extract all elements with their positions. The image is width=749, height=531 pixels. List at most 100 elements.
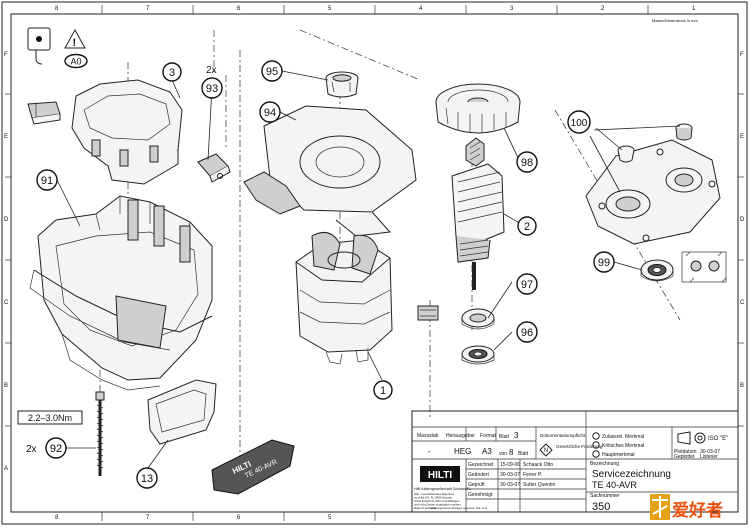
- legal-line-5: Right of technical: [414, 506, 437, 510]
- zone-number-1: 1: [692, 6, 696, 12]
- zone-letter-b-right: B: [740, 383, 744, 389]
- row-geprueft-label: Geprüft: [468, 482, 485, 488]
- zone-letter-f: F: [4, 52, 8, 58]
- bezeichnung-label: Bezeichnung: [590, 461, 619, 467]
- kritisches-merkmal-label: Kritisches Merkmal: [602, 443, 644, 449]
- legal-line-2: von Hilti AG, FL-9494 Schaan.: [414, 496, 453, 500]
- massstab-label: Massstab: [417, 433, 439, 439]
- zone-number-8: 8: [55, 6, 59, 12]
- zone-letter-c-right: C: [740, 300, 745, 306]
- zone-letters: F E D C B A F E D C B: [4, 52, 745, 472]
- callout-98: 98: [516, 151, 538, 173]
- callout-3-label: 3: [169, 67, 175, 79]
- callout-3: 3: [162, 62, 182, 82]
- part-98-fan-impeller: [435, 83, 521, 134]
- part-13-side-cover: [147, 379, 217, 445]
- von-value: 8: [509, 448, 514, 457]
- callout-100-label: 100: [571, 118, 588, 129]
- hilti-logo: HILTI: [420, 466, 460, 482]
- zone-letter-b: B: [4, 383, 8, 389]
- cable-connector-part: [27, 101, 61, 125]
- blatt-value: 3: [514, 431, 519, 440]
- projection-symbol-icon: [677, 431, 706, 445]
- title-block-values: - HEG A3: [428, 447, 492, 456]
- callout-93: 93: [201, 77, 223, 99]
- callout-93-label: 93: [206, 83, 218, 95]
- drawing-subtitle: TE 40-AVR: [592, 480, 637, 490]
- callout-99-label: 99: [598, 257, 610, 269]
- zone-number-7: 7: [146, 6, 150, 12]
- plot-info: Plotdatum 30-03-07 Geplottet Listener: [674, 449, 720, 460]
- callout-96-label: 96: [521, 327, 533, 339]
- callout-92-qty: 2x: [26, 444, 37, 455]
- legal-requirement-icon: N: [539, 443, 553, 457]
- legal-notice: Hilti - Leonardstrasse Eigentum von Hilt…: [414, 492, 488, 510]
- part-91-motor-housing: [29, 195, 213, 391]
- hilti-logo-text: HILTI: [428, 470, 452, 481]
- callout-98-label: 98: [521, 157, 533, 169]
- part-93-carbon-brush: [197, 153, 231, 183]
- svg-text:!: !: [73, 37, 77, 49]
- callout-1: 1: [373, 380, 393, 400]
- zone-letter-d-right: D: [740, 217, 745, 223]
- callout-99: 99: [593, 251, 615, 273]
- zone-number-6-bottom: 6: [237, 515, 241, 521]
- part-99-ball-bearing: [640, 259, 674, 282]
- part-96-ball-bearing: [461, 345, 495, 365]
- zone-letter-e: E: [4, 134, 8, 140]
- revision-rows: Gezeichnet 15-09-06 Schaack Otto Geänder…: [468, 462, 555, 498]
- herausgeber-label: Herausgeber: [446, 433, 475, 439]
- zone-number-4: 4: [419, 6, 423, 12]
- zone-number-8-bottom: 8: [55, 515, 59, 521]
- plotdatum-label: Plotdatum: [674, 449, 697, 455]
- legal-line-6: and programme changes reserved. S.E. & O…: [430, 506, 488, 510]
- row-gezeichnet-date: 15-09-06: [500, 462, 520, 468]
- torque-spec-label: 2.2–3.0Nm: [28, 413, 72, 423]
- watermark: 爱好者: [650, 494, 723, 521]
- drawing-title: Servicezeichnung: [592, 469, 671, 480]
- part-100-bearing-flange: [585, 139, 721, 245]
- massstab-value: -: [428, 447, 431, 456]
- legal-line-3: Ohne Erlaubnis nicht vervielfältigen: [414, 499, 460, 503]
- callout-95-label: 95: [266, 66, 278, 78]
- zone-number-5-bottom: 5: [328, 515, 332, 521]
- svg-text:N: N: [544, 448, 548, 454]
- callout-13-label: 13: [141, 473, 153, 485]
- zone-letter-c: C: [4, 300, 9, 306]
- sachnummer-value: 350: [592, 501, 610, 513]
- part-97-bearing-support: [417, 305, 495, 330]
- legal-line-1: Hilti - Leonardstrasse Eigentum: [414, 492, 455, 496]
- torque-spec-box: 2.2–3.0Nm: [17, 410, 83, 425]
- geplottet-value: Listener: [700, 454, 718, 460]
- callout-97-label: 97: [521, 279, 533, 291]
- part-2-armature: [451, 137, 505, 290]
- row-geaendert-name: Ferrer P.: [523, 472, 542, 478]
- part-95-bearing-cap: [325, 71, 359, 98]
- format-value: A3: [482, 447, 492, 456]
- part-3-switch-housing: [71, 79, 183, 185]
- zone-number-7-bottom: 7: [146, 515, 150, 521]
- zone-letter-d: D: [4, 217, 9, 223]
- nameplate-badge: HILTI TE 40-AVR: [211, 439, 295, 495]
- bearing-section-detail: [681, 251, 727, 283]
- callout-97: 97: [516, 273, 538, 295]
- row-geprueft-date: 30-03-07: [500, 482, 520, 488]
- von-label: von: [499, 451, 507, 457]
- callout-95: 95: [261, 60, 283, 82]
- part-94-air-guide: [243, 105, 417, 237]
- iso-standard-label: ISO "E": [708, 436, 728, 442]
- row-gezeichnet-name: Schaack Otto: [523, 462, 553, 468]
- callout-92: 92: [45, 437, 67, 459]
- hauptmerkmal-label: Hauptmerkmal: [602, 452, 635, 458]
- feature-legend: Zulassrel. Merkmal Kritisches Merkmal Ha…: [592, 432, 644, 458]
- sachnummer-label: Sachnummer: [590, 493, 620, 499]
- callout-100: 100: [567, 110, 591, 134]
- sheet-counter: Blatt 3 von 8 Blatt: [499, 431, 529, 457]
- gesetzliche-forderung-label: Gesetzliche Forderung: [556, 444, 603, 449]
- title-block: [411, 410, 739, 513]
- zone-letter-e-right: E: [740, 134, 744, 140]
- callout-91: 91: [36, 169, 58, 191]
